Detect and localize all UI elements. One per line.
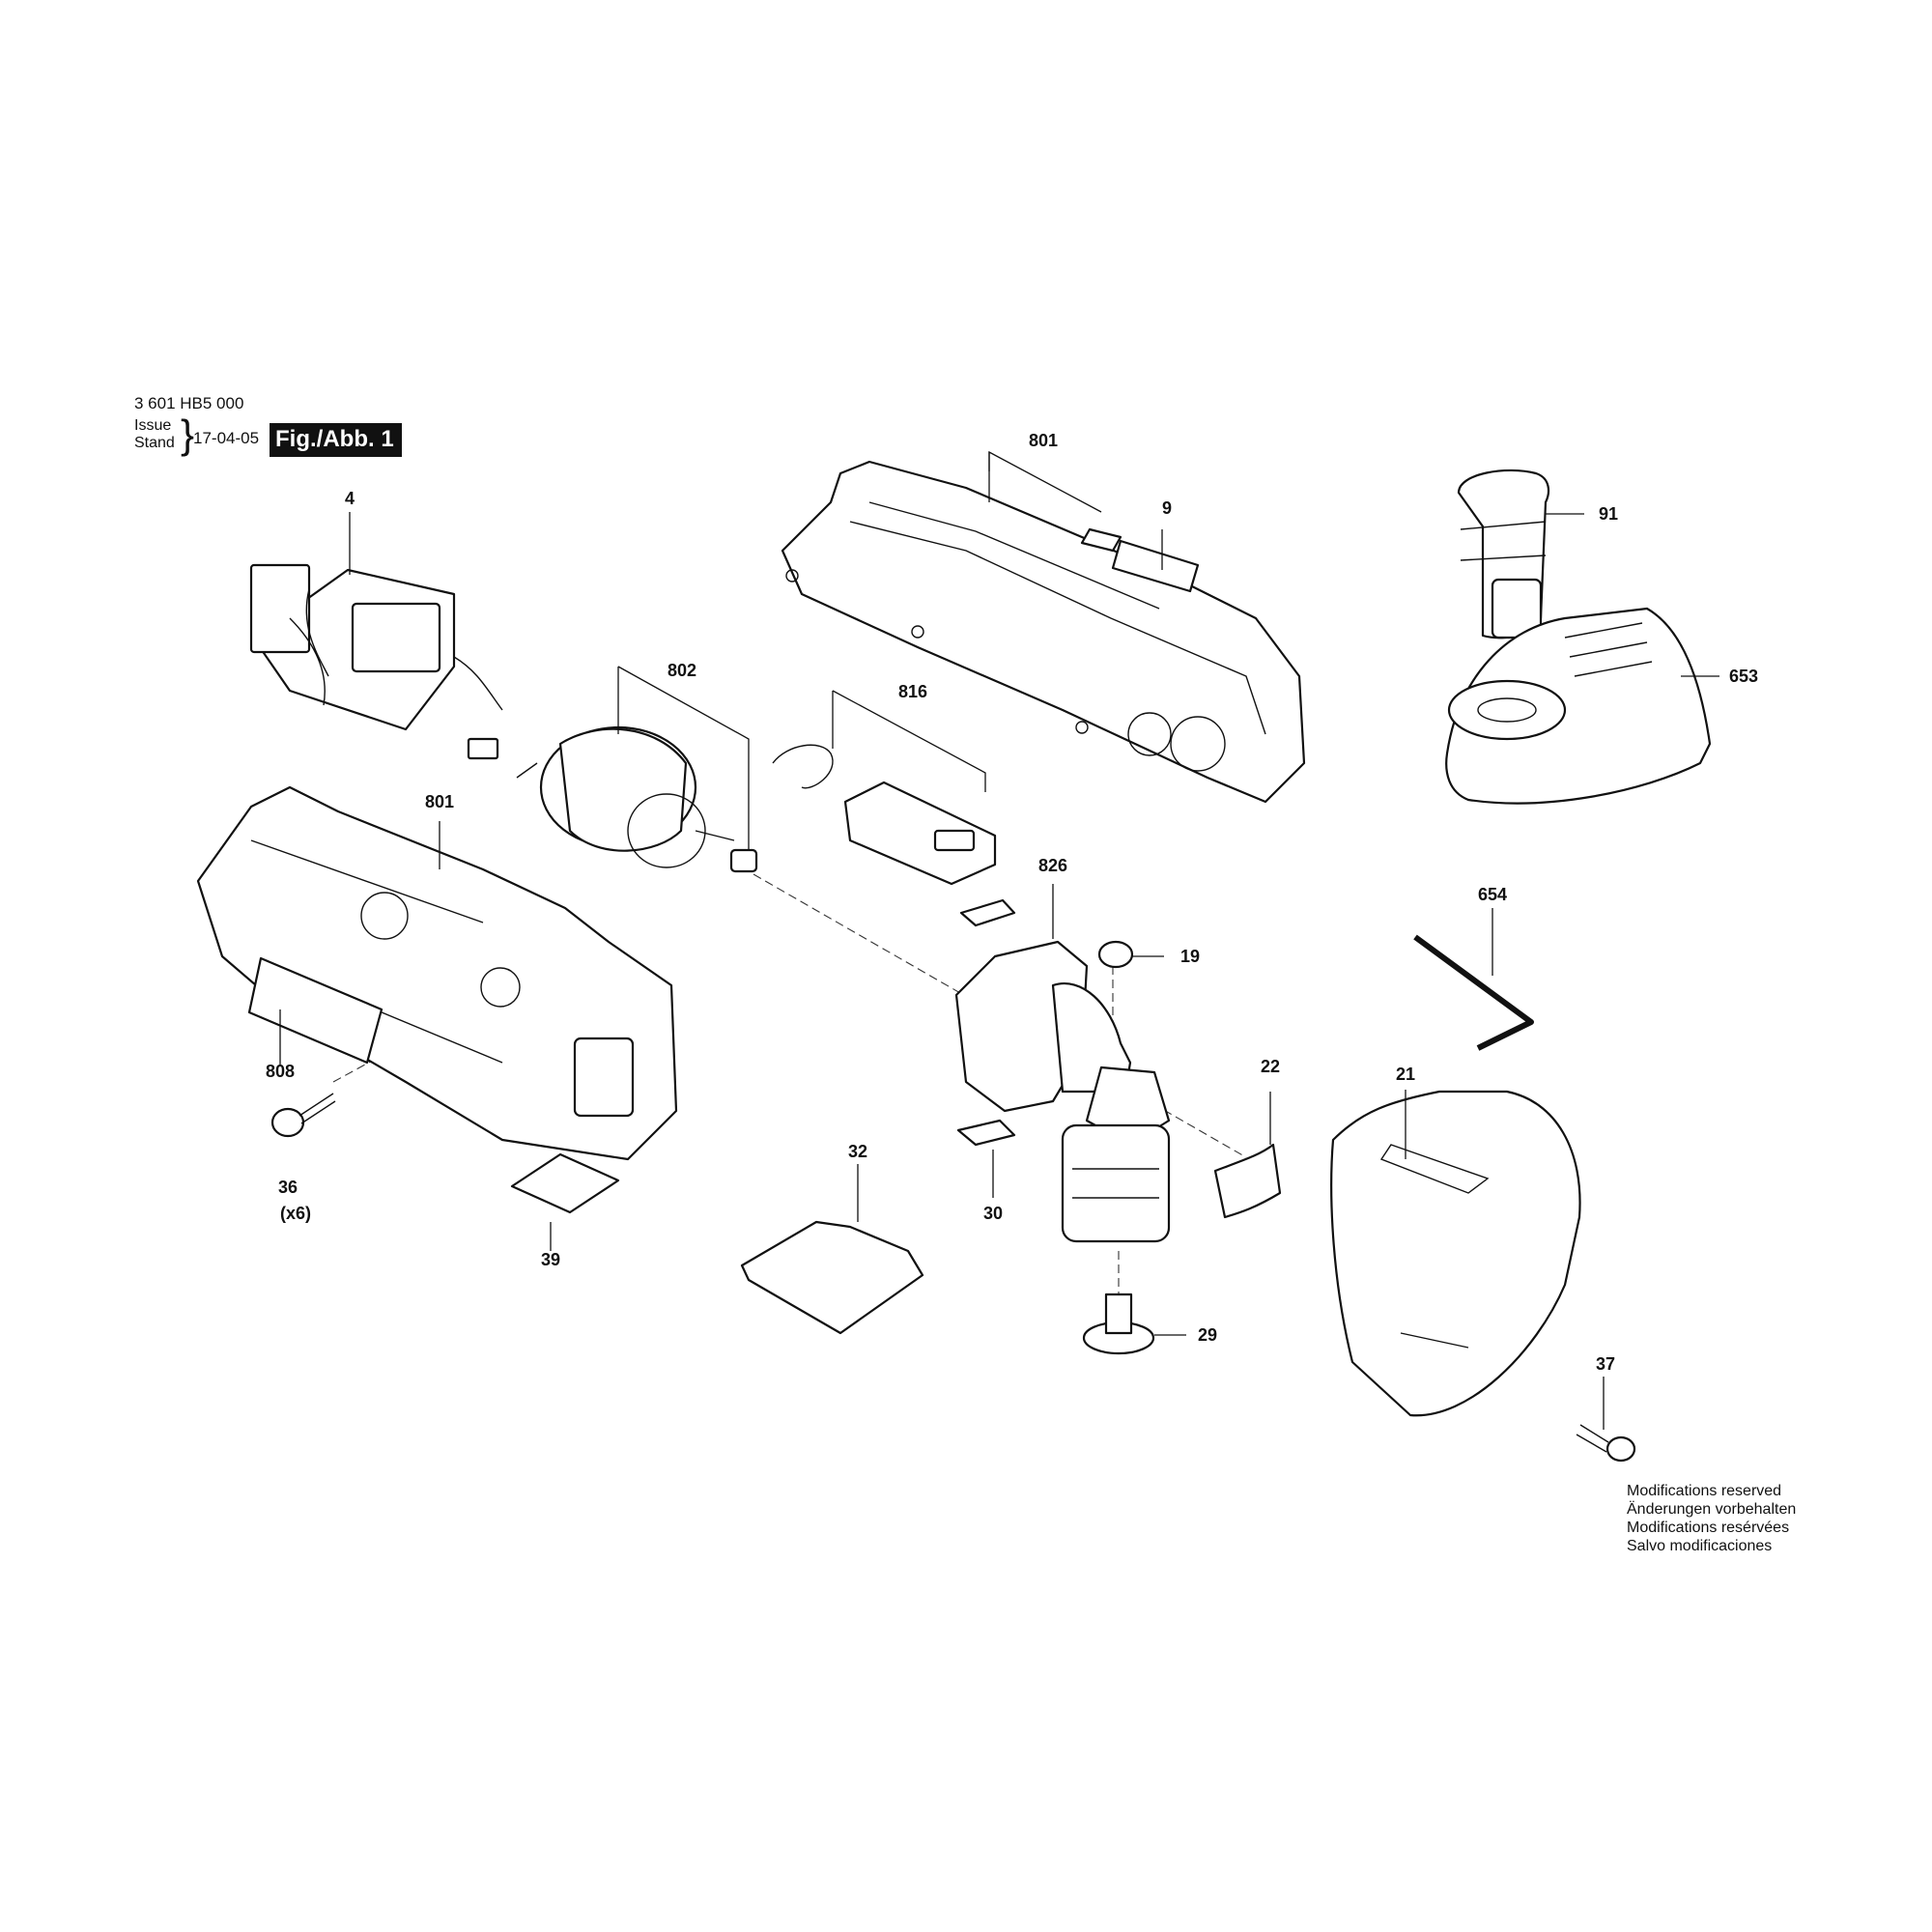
document-number: 3 601 HB5 000 — [134, 394, 244, 412]
callout-label-32: 32 — [848, 1142, 867, 1161]
callout-label-39: 39 — [541, 1250, 560, 1269]
callout-label-36: 36 — [278, 1178, 298, 1197]
callout-label-826: 826 — [1038, 856, 1067, 875]
clamp-bolt-part — [1082, 1293, 1155, 1355]
notice-line-de: Änderungen vorbehalten — [1627, 1501, 1797, 1518]
modifications-notice: Modifications reserved Änderungen vorbeh… — [1627, 1482, 1796, 1555]
figure-badge: Fig./Abb. 1 — [270, 423, 402, 457]
issue-label: Issue — [134, 417, 172, 434]
callout-label-653: 653 — [1729, 667, 1758, 686]
issue-brace: } — [181, 412, 195, 457]
cover-part — [1330, 1090, 1581, 1417]
callout-label-19: 19 — [1180, 947, 1200, 966]
callout-label-654: 654 — [1478, 885, 1507, 904]
hex-key-part — [1413, 934, 1534, 1051]
label-plate-part — [1080, 527, 1200, 593]
callout-label-816: 816 — [898, 682, 927, 701]
notice-line-en: Modifications reserved — [1627, 1483, 1782, 1499]
cover-screw-part — [1576, 1424, 1636, 1463]
notice-line-fr: Modifications resérvées — [1627, 1520, 1790, 1536]
issue-date: 17-04-05 — [193, 429, 260, 447]
callout-label-36-qty: (x6) — [280, 1204, 311, 1223]
retainer-clip-part — [956, 898, 1016, 1147]
stand-label: Stand — [134, 435, 175, 451]
callout-label-91: 91 — [1599, 504, 1618, 524]
battery-part — [1457, 469, 1550, 639]
switch-module-part — [249, 563, 503, 760]
callout-label-9: 9 — [1162, 498, 1172, 518]
callout-label-4: 4 — [345, 489, 355, 508]
callout-label-802: 802 — [668, 661, 696, 680]
notice-line-es: Salvo modificaciones — [1627, 1538, 1773, 1554]
callout-label-808: 808 — [266, 1062, 295, 1081]
callout-label-22: 22 — [1261, 1057, 1280, 1076]
callout-label-21: 21 — [1396, 1065, 1415, 1084]
sticker-part — [510, 1152, 620, 1214]
guard-part — [740, 1220, 924, 1335]
electronics-part — [772, 744, 997, 886]
callout-label-30: 30 — [983, 1204, 1003, 1223]
charger-part — [1445, 607, 1712, 805]
callout-leader-801-top — [988, 450, 1102, 513]
gear-head-part — [954, 940, 1171, 1243]
callout-label-29: 29 — [1198, 1325, 1217, 1345]
lever-part — [1213, 1143, 1282, 1219]
housing-top-part — [781, 460, 1306, 804]
callout-leader-802 — [617, 666, 750, 850]
callout-label-801-left: 801 — [425, 792, 454, 811]
callout-label-801-top: 801 — [1029, 431, 1058, 450]
screw-part — [270, 1093, 336, 1138]
motor-part — [516, 725, 758, 873]
cap-part — [1097, 940, 1134, 969]
nameplate-part — [247, 956, 384, 1065]
callout-leader-816 — [832, 690, 986, 792]
callout-label-37: 37 — [1596, 1354, 1615, 1374]
housing-left-part — [196, 785, 678, 1161]
issue-block: Issue Stand — [134, 417, 212, 452]
